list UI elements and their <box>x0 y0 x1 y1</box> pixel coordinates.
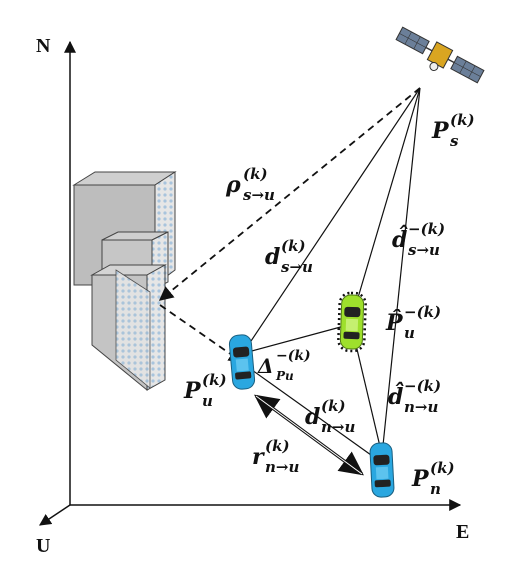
svg-text:r: r <box>252 444 265 470</box>
label-P-s: P (k) s <box>431 111 475 150</box>
svg-text:(k): (k) <box>430 459 455 477</box>
svg-text:(k): (k) <box>450 111 475 129</box>
reflection-line <box>159 304 244 363</box>
svg-text:(k): (k) <box>202 371 227 389</box>
car-icon <box>228 334 256 390</box>
car-icon <box>369 442 395 498</box>
label-d-n-u: d (k) n→u <box>305 397 355 436</box>
signal-lines <box>158 87 421 476</box>
svg-text:n→u: n→u <box>404 398 438 416</box>
up-axis <box>39 504 71 526</box>
svg-text:s→u: s→u <box>281 258 313 276</box>
svg-text:n→u: n→u <box>321 418 355 436</box>
svg-text:−(k): −(k) <box>276 348 311 364</box>
svg-text:−(k): −(k) <box>408 220 445 238</box>
svg-text:(k): (k) <box>265 437 290 455</box>
svg-text:s→u: s→u <box>243 186 275 204</box>
svg-text:n: n <box>430 480 441 498</box>
label-rho-s-u: ρ (k) s→u <box>225 165 275 204</box>
satellite-icon <box>395 26 485 84</box>
label-dhat-s-u: d̂ −(k) s→u <box>392 220 445 259</box>
svg-text:d̂: d̂ <box>388 382 404 410</box>
svg-text:d: d <box>265 244 280 270</box>
svg-text:P: P <box>431 118 450 144</box>
d-s-u-line <box>244 87 421 351</box>
svg-text:P: P <box>411 466 430 492</box>
svg-text:(k): (k) <box>281 237 306 255</box>
axes: N E U <box>36 35 469 557</box>
svg-text:s→u: s→u <box>408 241 440 259</box>
svg-text:Pu: Pu <box>275 369 294 383</box>
label-P-n: P (k) n <box>411 459 455 498</box>
svg-text:n→u: n→u <box>265 458 299 476</box>
delta-line <box>247 324 349 353</box>
sat-neighbor-line <box>381 87 421 456</box>
svg-text:P̂: P̂ <box>385 310 404 336</box>
label-r-n-u: r (k) n→u <box>252 437 299 476</box>
label-d-s-u: d (k) s→u <box>265 237 313 276</box>
rho-line <box>158 87 421 301</box>
svg-text:u: u <box>404 324 415 342</box>
axis-label-up: U <box>36 535 50 557</box>
svg-text:d̂: d̂ <box>392 225 408 253</box>
label-P-u: P (k) u <box>183 371 227 410</box>
label-Phat-u: P̂ −(k) u <box>385 303 441 342</box>
svg-text:P: P <box>183 378 202 404</box>
car-icon <box>337 291 367 353</box>
svg-text:d: d <box>305 404 320 430</box>
label-delta-P-u: Δ −(k) Pu <box>257 348 311 383</box>
svg-text:(k): (k) <box>321 397 346 415</box>
building-icon <box>72 171 177 392</box>
svg-text:u: u <box>202 392 213 410</box>
svg-text:(k): (k) <box>243 165 268 183</box>
label-dhat-n-u: d̂ −(k) n→u <box>388 377 441 416</box>
svg-text:Δ: Δ <box>257 354 274 378</box>
axis-label-east: E <box>456 521 469 543</box>
axis-label-north: N <box>36 35 51 57</box>
dhat-s-u-line <box>351 87 421 319</box>
svg-text:−(k): −(k) <box>404 377 441 395</box>
svg-text:s: s <box>450 132 459 150</box>
dhat-n-u-line <box>351 327 383 456</box>
svg-text:ρ: ρ <box>225 172 241 198</box>
svg-text:−(k): −(k) <box>404 303 441 321</box>
